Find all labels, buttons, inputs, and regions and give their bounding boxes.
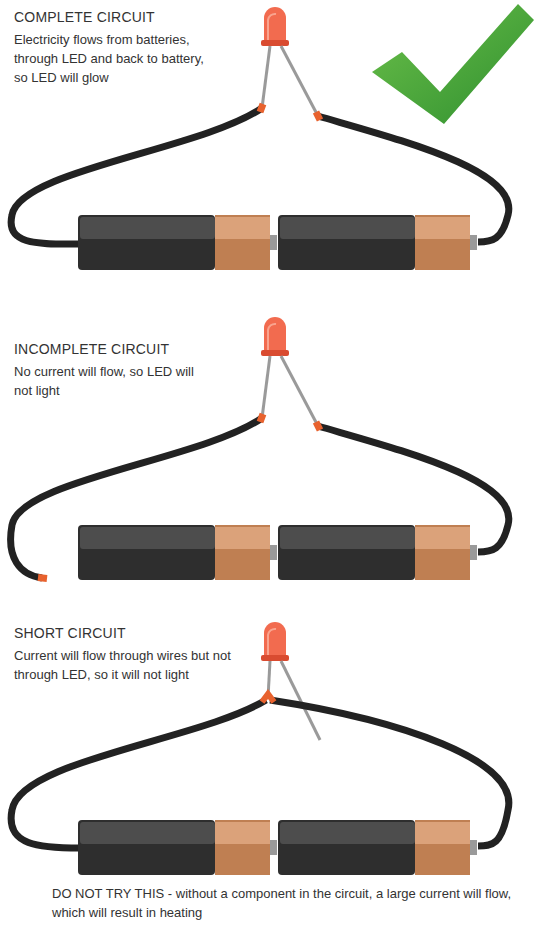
panel-description: Current will flow through wires but not … (14, 646, 242, 684)
incomplete-circuit (11, 317, 509, 580)
panel-description: No current will flow, so LED will not li… (14, 362, 214, 400)
panel-heading: COMPLETE CIRCUIT (14, 8, 314, 26)
check-mark (372, 4, 534, 124)
warning-note: DO NOT TRY THIS - without a component in… (52, 884, 512, 922)
short-circuit (11, 622, 509, 875)
panel-description: Electricity flows from batteries, throug… (14, 30, 206, 87)
complete-circuit (11, 7, 509, 270)
panel-heading: INCOMPLETE CIRCUIT (14, 340, 314, 358)
panel-heading: SHORT CIRCUIT (14, 624, 314, 642)
